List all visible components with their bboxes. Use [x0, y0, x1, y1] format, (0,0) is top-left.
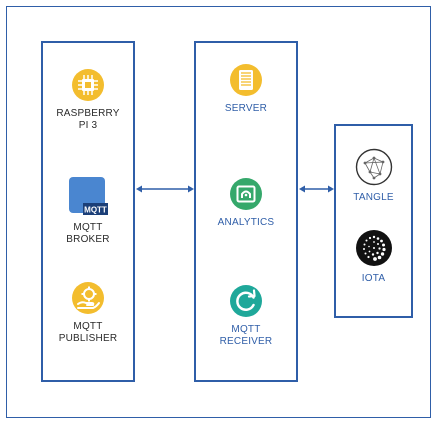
mqtt-publisher-label: MQTT PUBLISHER	[58, 321, 118, 344]
mqtt-receiver-label: MQTT RECEIVER	[219, 324, 273, 347]
tangle-network-icon	[355, 148, 393, 186]
tangle-label: TANGLE	[353, 192, 394, 203]
analytics-item: ANALYTICS	[196, 177, 296, 229]
server-icon	[229, 63, 263, 97]
hand-gear-icon	[71, 281, 105, 315]
chip-icon	[71, 68, 105, 102]
ledger-panel: TANGLE IOTA	[334, 124, 413, 318]
tangle-item: TANGLE	[336, 148, 411, 204]
svg-text:MQTT: MQTT	[84, 206, 107, 215]
server-item: SERVER	[196, 63, 296, 115]
device-server-connector	[136, 185, 194, 193]
raspberry-pi-label: RASPBERRY PI 3	[56, 108, 120, 131]
outer-frame	[6, 6, 431, 418]
mqtt-broker-item: MQTT MQTT BROKER	[43, 176, 133, 246]
server-ledger-connector	[299, 185, 334, 193]
mqtt-broker-label: MQTT BROKER	[66, 222, 110, 245]
mqtt-publisher-item: MQTT PUBLISHER	[43, 281, 133, 345]
device-panel: RASPBERRY PI 3 MQTT MQTT BROKER MQTT	[41, 41, 135, 382]
server-panel: SERVER ANALYTICS MQTT RECEIVER	[194, 41, 298, 382]
iota-logo-icon	[355, 229, 393, 267]
analytics-label: ANALYTICS	[217, 217, 275, 228]
iota-label: IOTA	[361, 273, 386, 284]
analytics-monitor-icon	[229, 177, 263, 211]
refresh-icon	[229, 284, 263, 318]
raspberry-pi-item: RASPBERRY PI 3	[43, 68, 133, 132]
mqtt-receiver-item: MQTT RECEIVER	[196, 284, 296, 348]
iota-item: IOTA	[336, 229, 411, 285]
server-label: SERVER	[224, 103, 268, 114]
mqtt-broker-icon: MQTT	[68, 176, 108, 216]
